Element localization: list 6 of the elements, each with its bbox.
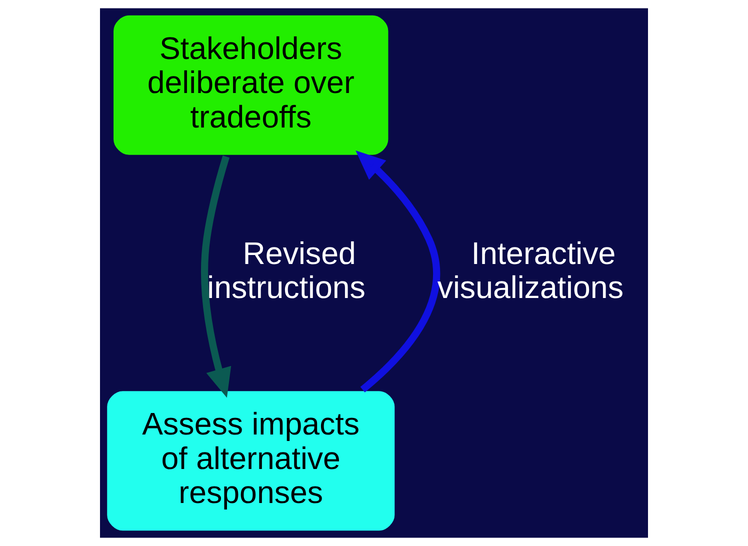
node-box: Assess impacts of alternative responses bbox=[104, 388, 398, 534]
edge-label: Revised instructions bbox=[207, 236, 366, 306]
node-box: Stakeholders deliberate over tradeoffs bbox=[110, 12, 392, 158]
arrow bbox=[201, 156, 232, 398]
arrow bbox=[356, 150, 440, 392]
edge-label: Interactive visualizations bbox=[437, 236, 624, 306]
